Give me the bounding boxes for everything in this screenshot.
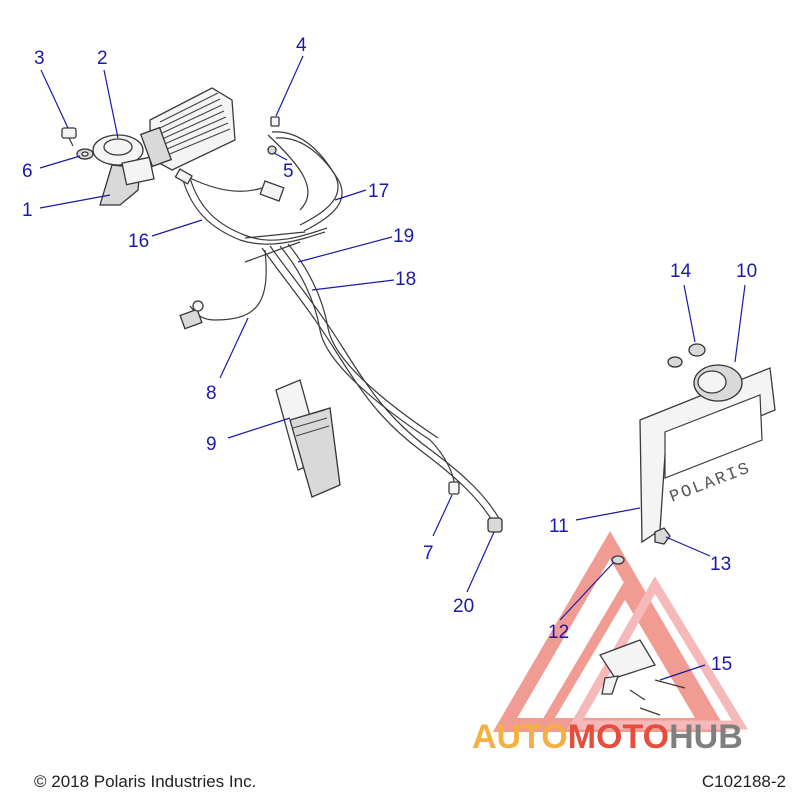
callout-6: 6 bbox=[22, 161, 33, 182]
harness-part-17 bbox=[259, 131, 343, 232]
callout-10: 10 bbox=[736, 261, 757, 282]
callout-2: 2 bbox=[97, 48, 108, 69]
light-part-10 bbox=[693, 364, 743, 402]
bolt-part-3 bbox=[61, 127, 77, 147]
callout-9: 9 bbox=[206, 434, 217, 455]
washer-part-6 bbox=[76, 148, 94, 160]
callout-4: 4 bbox=[296, 35, 307, 56]
nut-part-14 bbox=[667, 343, 706, 368]
callout-1: 1 bbox=[22, 200, 33, 221]
watermark-wordmark: AUTOMOTOHUB bbox=[472, 718, 743, 756]
callout-3: 3 bbox=[34, 48, 45, 69]
bracket-part-15 bbox=[599, 639, 686, 716]
harness-part-18 bbox=[261, 245, 501, 526]
connector-part-9 bbox=[275, 379, 341, 498]
callout-16: 16 bbox=[128, 231, 149, 252]
callout-19: 19 bbox=[393, 226, 414, 247]
nut-part-13 bbox=[654, 527, 671, 545]
connector-part-20 bbox=[487, 517, 503, 533]
nut-part-5 bbox=[267, 145, 277, 155]
callout-7: 7 bbox=[423, 543, 434, 564]
callout-12: 12 bbox=[548, 622, 569, 643]
callout-14: 14 bbox=[670, 261, 692, 282]
diagram-code: C102188-2 bbox=[701, 772, 786, 791]
callout-18: 18 bbox=[395, 269, 416, 290]
callout-20: 20 bbox=[453, 596, 474, 617]
svg-text:AUTOMOTOHUB: AUTOMOTOHUB bbox=[472, 718, 743, 756]
callouts: 1 2 3 4 5 6 7 8 9 10 11 12 13 14 15 16 1… bbox=[22, 35, 757, 675]
leader-lines bbox=[39, 55, 746, 681]
screw-part-4 bbox=[270, 116, 280, 127]
voltage-regulator bbox=[139, 87, 236, 171]
callout-8: 8 bbox=[206, 383, 217, 404]
callout-13: 13 bbox=[710, 554, 731, 575]
watermark-logo bbox=[492, 531, 748, 732]
harness-part-19 bbox=[244, 231, 456, 491]
callout-11: 11 bbox=[549, 516, 569, 537]
callout-15: 15 bbox=[711, 654, 732, 675]
watermark-moto: MOTO bbox=[568, 718, 669, 756]
watermark-auto: AUTO bbox=[472, 718, 568, 756]
callout-17: 17 bbox=[368, 181, 389, 202]
watermark-hub: HUB bbox=[669, 718, 743, 756]
bolt-part-12 bbox=[611, 555, 625, 565]
clip-part-7 bbox=[448, 481, 460, 495]
horn-part-2 bbox=[92, 134, 155, 186]
sensor-part-8 bbox=[179, 249, 267, 330]
callout-5: 5 bbox=[283, 161, 294, 182]
copyright-notice: © 2018 Polaris Industries Inc. bbox=[34, 772, 257, 791]
harness-part-16 bbox=[174, 168, 328, 245]
